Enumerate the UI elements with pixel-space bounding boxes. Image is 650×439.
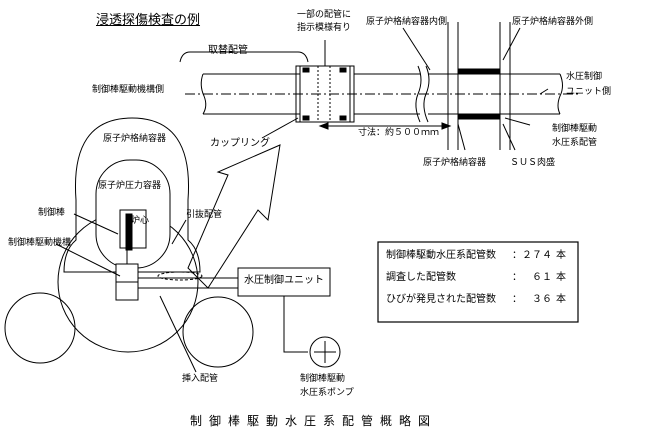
stat-value: ６１ (532, 272, 552, 283)
control-rod (125, 213, 133, 251)
label-dimension: 寸法：約５００ｍｍ (358, 128, 440, 138)
label-core: 炉心 (131, 216, 150, 226)
stat-unit: 本 (556, 250, 566, 261)
stat-value: ３６ (532, 294, 552, 305)
stats-row: 制御棒駆動水圧系配管数 ： ２７４ 本 (386, 250, 576, 264)
label-containment-vessel: 原子炉格納容器 (423, 158, 487, 168)
stat-unit: 本 (556, 272, 566, 283)
label-partial-pipe-1: 一部の配管に (297, 10, 352, 20)
label-replaced-pipe: 取替配管 (208, 45, 248, 56)
label-pressure-vessel: 原子炉圧力容器 (98, 181, 162, 191)
suppression-pool-right (182, 296, 254, 368)
stat-value: ２７４ (522, 250, 552, 261)
label-partial-pipe-2: 指示模様有り (297, 23, 352, 33)
label-crd-mechanism: 制御棒駆動機構 (8, 238, 72, 248)
replaced-pipe-bracket (179, 51, 309, 63)
label-coupling: カップリング (210, 138, 270, 149)
label-crd-hyd-pipe-1: 制御棒駆動 (552, 124, 598, 134)
stats-row: 調査した配管数 ： ６１ 本 (386, 272, 576, 286)
reactor-schematic (4, 117, 341, 373)
stats-box (377, 241, 579, 323)
pump-symbol (309, 336, 341, 368)
label-crd-hyd-pipe-2: 水圧系配管 (552, 138, 598, 148)
figure-caption: 制御棒駆動水圧系配管概略図 (190, 414, 438, 428)
stat-label: ひびが発見された配管数 (386, 294, 496, 305)
label-containment: 原子炉格納容器 (103, 134, 167, 144)
containment-outline (63, 117, 201, 273)
stat-colon: ： (512, 272, 522, 283)
magnify-arrow (187, 144, 281, 289)
label-pump-2: 水圧系ポンプ (300, 388, 354, 398)
stat-colon: ： (512, 250, 522, 261)
stat-colon: ： (512, 294, 522, 305)
inspection-spot (157, 271, 203, 281)
label-hcu: 水圧制御ユニット (244, 275, 324, 286)
core-box (119, 209, 147, 249)
stats-row: ひびが発見された配管数 ： ３６ 本 (386, 294, 576, 308)
pipe-left-segment (200, 73, 207, 115)
detail-heading: 浸透探傷検査の例 (96, 13, 201, 28)
stat-label: 調査した配管数 (386, 272, 456, 283)
stat-unit: 本 (556, 294, 566, 305)
label-withdraw-pipe: 引抜配管 (186, 210, 223, 220)
suppression-pool-left (4, 292, 76, 364)
stat-label: 制御棒駆動水圧系配管数 (386, 250, 496, 261)
label-hcu-side-2: ユニット側 (566, 87, 612, 97)
label-containment-inner: 原子炉格納容器内側 (366, 17, 448, 27)
label-hcu-side-1: 水圧制御 (566, 72, 603, 82)
pressure-vessel (95, 159, 171, 269)
pipe-detail (179, 22, 580, 151)
label-pump-1: 制御棒駆動 (300, 374, 346, 384)
label-insert-pipe: 挿入配管 (182, 374, 219, 384)
label-crd-side: 制御棒駆動機構側 (92, 85, 165, 95)
label-sus-buildup: ＳＵＳ肉盛 (510, 158, 556, 168)
label-containment-outer: 原子炉格納容器外側 (512, 17, 594, 27)
label-control-rod: 制御棒 (38, 208, 66, 218)
containment-wall (447, 22, 511, 150)
